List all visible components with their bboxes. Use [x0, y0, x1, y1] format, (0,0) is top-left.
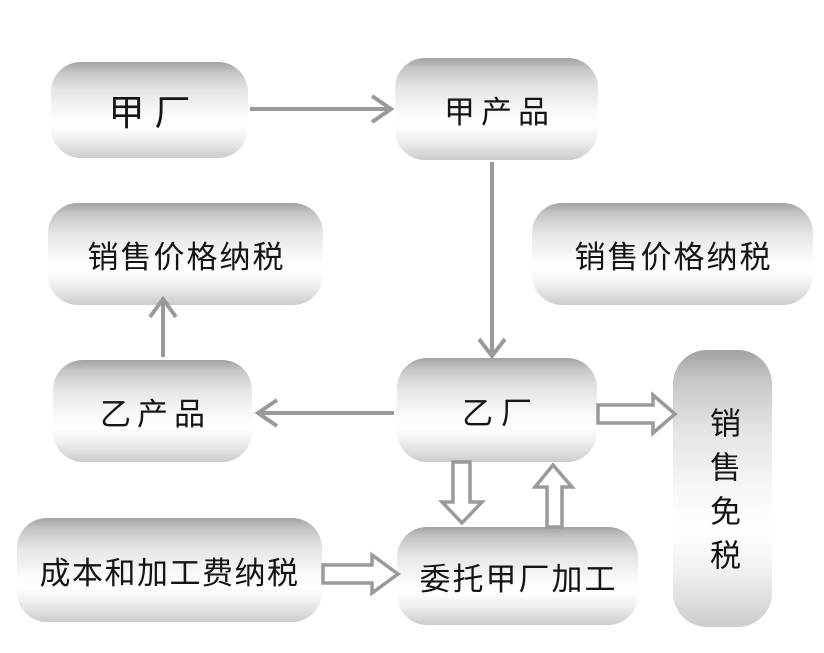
node-jia-factory-label: 甲厂: [108, 93, 201, 133]
node-cost-processing-tax-label: 成本和加工费纳税: [39, 555, 300, 591]
node-sales-price-tax-right-label: 销售价格纳税: [574, 239, 773, 275]
node-yi-factory-label: 乙厂: [462, 395, 540, 431]
node-sales-price-tax-right: 销售价格纳税: [532, 203, 813, 305]
node-yi-factory: 乙厂: [397, 358, 597, 462]
arrow-yi-factory-to-sales-tax-free: [596, 391, 678, 437]
node-jia-product-label: 甲产品: [444, 94, 555, 130]
arrow-yi-product-to-sales-price-tax: [148, 295, 178, 357]
node-sales-price-tax-left: 销售价格纳税: [48, 203, 323, 305]
node-jia-factory: 甲厂: [51, 62, 248, 158]
arrow-cost-processing-tax-to-entrust-processing: [321, 551, 401, 597]
node-cost-processing-tax: 成本和加工费纳税: [17, 518, 322, 622]
arrow-yi-factory-to-entrust-processing: [437, 460, 487, 526]
node-sales-price-tax-left-label: 销售价格纳税: [87, 239, 286, 275]
node-sales-tax-free-label: 销售免税: [705, 407, 740, 583]
arrow-jia-factory-to-jia-product: [250, 94, 395, 124]
node-yi-product-label: 乙产品: [100, 396, 211, 432]
node-sales-tax-free: 销售免税: [673, 350, 772, 627]
node-yi-product: 乙产品: [53, 360, 252, 462]
arrow-yi-factory-to-yi-product: [254, 398, 394, 428]
arrow-entrust-processing-to-yi-factory: [531, 462, 576, 529]
node-entrust-processing: 委托甲厂加工: [397, 527, 638, 625]
arrow-jia-product-to-yi-factory: [477, 162, 507, 360]
node-entrust-processing-label: 委托甲厂加工: [419, 561, 618, 597]
node-jia-product: 甲产品: [395, 58, 598, 160]
